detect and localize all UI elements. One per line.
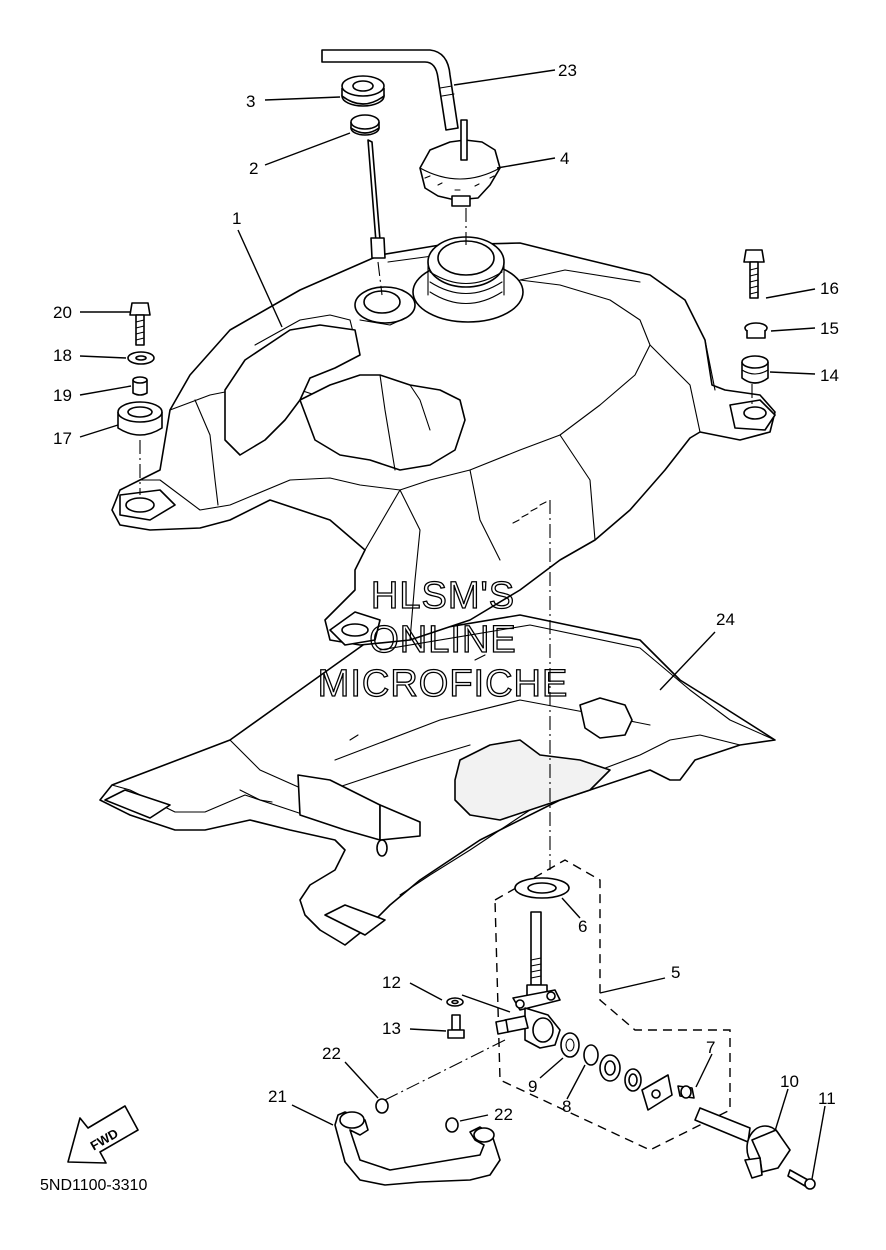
cock-screw-part [447,1014,465,1039]
callout-labels: 1 2 3 4 5 6 7 8 9 10 11 12 13 14 15 16 1… [53,61,839,1124]
callout-22-lower: 22 [494,1105,513,1124]
seat-pan-part [99,614,776,946]
front-collar-part [132,376,148,396]
fuel-tank-part [111,236,776,646]
watermark: HLSM'S ONLINE MICROFICHE [317,574,569,705]
callout-4: 4 [560,149,569,168]
washer-part [446,997,464,1007]
alignment-line-hose [384,1039,506,1101]
grommet-part [341,75,385,107]
watermark-line-2: ONLINE [369,619,516,661]
hose-clip-part [375,1098,389,1114]
cover-plate-part [641,1074,673,1111]
fuel-cock-body-part [495,911,561,1049]
front-washer-part [127,351,155,365]
lever-screw-part [787,1169,816,1190]
callout-17: 17 [53,429,72,448]
breather-part [350,114,386,259]
callout-14: 14 [820,366,839,385]
lever-seal-part [599,1054,621,1082]
diagram-code: 5ND1100-3310 [40,1177,147,1194]
callout-1: 1 [232,209,241,228]
callout-24: 24 [716,610,735,629]
callout-11: 11 [818,1089,836,1108]
callout-2: 2 [249,159,258,178]
callout-3: 3 [246,92,255,111]
alignment-line-vent [377,261,383,296]
callout-12: 12 [382,973,401,992]
callout-10: 10 [780,1072,799,1091]
gasket-part [514,877,570,899]
leader-lines [79,69,826,1180]
callout-8: 8 [562,1097,571,1116]
cover-screw-part [677,1085,695,1099]
front-bolt-part [129,302,151,346]
callout-20: 20 [53,303,72,322]
fuel-cap-part [419,119,501,207]
wave-washer-part [624,1068,642,1092]
watermark-line-3: MICROFICHE [318,663,569,705]
callout-22-upper: 22 [322,1044,341,1063]
cock-lever-part [694,1107,791,1179]
rear-collar-part [744,322,768,339]
callout-15: 15 [820,319,839,338]
callout-16: 16 [820,279,839,298]
fuel-cock-assembly-outline [494,859,731,1151]
callout-18: 18 [53,346,72,365]
callout-21: 21 [268,1087,287,1106]
front-damper-part [117,401,163,436]
o-ring-part [583,1044,599,1066]
forward-arrow-icon: FWD [67,1105,139,1164]
fuel-hose-part [334,1111,501,1186]
rear-bolt-part [743,249,765,299]
callout-5: 5 [671,963,680,982]
callout-9: 9 [528,1077,537,1096]
hose-clip-part-2 [445,1117,459,1133]
callout-6: 6 [578,917,587,936]
callout-13: 13 [382,1019,401,1038]
vent-hose-part [321,49,459,131]
callout-7: 7 [706,1038,715,1057]
filter-part [560,1032,580,1058]
callout-23: 23 [558,61,577,80]
rear-damper-part [741,355,769,384]
callout-19: 19 [53,386,72,405]
watermark-line-1: HLSM'S [371,575,515,617]
